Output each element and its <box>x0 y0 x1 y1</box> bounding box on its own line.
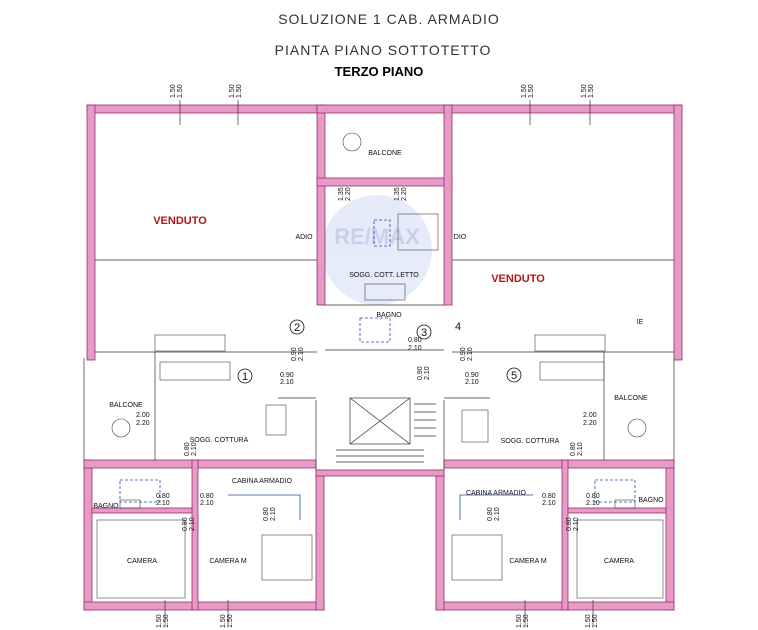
unit-number-2: 2 <box>294 322 300 334</box>
svg-text:2.10: 2.10 <box>494 507 501 521</box>
svg-text:1.50: 1.50 <box>163 614 170 628</box>
svg-text:2.10: 2.10 <box>270 507 277 521</box>
svg-text:1.50: 1.50 <box>516 614 523 628</box>
room-bagno-right: BAGNO <box>638 497 664 504</box>
svg-text:1.50: 1.50 <box>523 614 530 628</box>
svg-text:0.80: 0.80 <box>542 493 556 500</box>
svg-text:2.10: 2.10 <box>586 500 600 507</box>
room-balcone-left: BALCONE <box>109 402 143 409</box>
svg-text:1.50: 1.50 <box>156 614 163 628</box>
svg-text:1.50: 1.50 <box>177 84 184 98</box>
room-balcone-top: BALCONE <box>368 150 402 157</box>
svg-text:2.20: 2.20 <box>583 420 597 427</box>
svg-text:1.50: 1.50 <box>521 84 528 98</box>
room-sogg-cottura-left: SOGG. COTTURA <box>190 437 249 444</box>
room-ie-right: IE <box>637 319 644 326</box>
room-cabina-right: CABINA ARMADIO <box>466 490 526 497</box>
svg-text:0.80: 0.80 <box>200 493 214 500</box>
stairwell <box>336 397 436 463</box>
dimension-labels: 1.50 1.50 1.50 1.50 1.50 1.50 1.50 1.50 … <box>136 84 600 628</box>
svg-text:0.80: 0.80 <box>487 507 494 521</box>
svg-text:1.35: 1.35 <box>394 187 401 201</box>
room-bagno-center: BAGNO <box>376 312 402 319</box>
svg-text:0.80: 0.80 <box>586 493 600 500</box>
unit-number-3: 3 <box>421 327 427 339</box>
inner-walls <box>83 259 675 470</box>
unit-number-4: 4 <box>455 321 461 333</box>
svg-text:1.50: 1.50 <box>170 84 177 98</box>
svg-text:0.80: 0.80 <box>566 517 573 531</box>
room-sogg-cott-letto: SOGG. COTT. LETTO <box>349 272 419 279</box>
svg-text:2.10: 2.10 <box>156 500 170 507</box>
svg-text:0.80: 0.80 <box>156 493 170 500</box>
svg-text:2.00: 2.00 <box>583 412 597 419</box>
svg-text:2.10: 2.10 <box>298 347 305 361</box>
svg-text:2.10: 2.10 <box>573 517 580 531</box>
svg-text:1.35: 1.35 <box>338 187 345 201</box>
svg-text:2.10: 2.10 <box>200 500 214 507</box>
room-armadio-right: DIO <box>454 234 467 241</box>
svg-text:1.50: 1.50 <box>229 84 236 98</box>
svg-text:2.20: 2.20 <box>136 420 150 427</box>
room-bagno-left: BAGNO <box>93 503 119 510</box>
floor-label: TERZO PIANO <box>335 64 424 79</box>
svg-text:1.50: 1.50 <box>236 84 243 98</box>
svg-text:1.50: 1.50 <box>528 84 535 98</box>
svg-text:2.10: 2.10 <box>189 517 196 531</box>
svg-text:1.50: 1.50 <box>592 614 599 628</box>
room-balcone-right: BALCONE <box>614 395 648 402</box>
furniture <box>96 132 664 599</box>
svg-text:0.90: 0.90 <box>460 347 467 361</box>
svg-text:1.50: 1.50 <box>588 84 595 98</box>
svg-text:2.00: 2.00 <box>136 412 150 419</box>
svg-text:2.10: 2.10 <box>465 379 479 386</box>
plan-title: SOLUZIONE 1 CAB. ARMADIO <box>278 11 500 27</box>
svg-text:RE/MAX: RE/MAX <box>334 224 420 249</box>
svg-text:2.10: 2.10 <box>467 347 474 361</box>
svg-text:0.90: 0.90 <box>417 366 424 380</box>
unit-markers: 1 2 3 4 5 <box>237 319 522 384</box>
room-sogg-cottura-right: SOGG. COTTURA <box>501 438 560 445</box>
svg-text:0.90: 0.90 <box>465 372 479 379</box>
room-cabina-left: CABINA ARMADIO <box>232 478 292 485</box>
svg-text:2.10: 2.10 <box>191 442 198 456</box>
room-camera-m-right: CAMERA M <box>509 558 547 565</box>
sold-label-left: VENDUTO <box>153 215 207 227</box>
svg-text:0.90: 0.90 <box>291 347 298 361</box>
svg-text:1.50: 1.50 <box>581 84 588 98</box>
svg-text:2.10: 2.10 <box>577 442 584 456</box>
svg-text:2.20: 2.20 <box>401 187 408 201</box>
room-camera-left: CAMERA <box>127 558 157 565</box>
svg-text:2.10: 2.10 <box>280 379 294 386</box>
room-camera-right: CAMERA <box>604 558 634 565</box>
svg-text:2.20: 2.20 <box>345 187 352 201</box>
unit-number-1: 1 <box>242 371 248 383</box>
window-markers <box>164 100 594 625</box>
room-camera-m-left: CAMERA M <box>209 558 247 565</box>
remax-watermark: RE/MAX <box>322 195 432 305</box>
svg-text:0.80: 0.80 <box>263 507 270 521</box>
unit-number-5: 5 <box>511 370 517 382</box>
svg-text:2.10: 2.10 <box>408 345 422 352</box>
svg-text:1.50: 1.50 <box>220 614 227 628</box>
outer-walls <box>83 104 683 611</box>
plan-subtitle: PIANTA PIANO SOTTOTETTO <box>275 42 492 58</box>
svg-text:0.80: 0.80 <box>184 442 191 456</box>
svg-text:0.90: 0.90 <box>280 372 294 379</box>
svg-text:1.50: 1.50 <box>227 614 234 628</box>
svg-text:2.10: 2.10 <box>542 500 556 507</box>
svg-text:0.80: 0.80 <box>182 517 189 531</box>
svg-text:2.10: 2.10 <box>424 366 431 380</box>
svg-text:0.80: 0.80 <box>408 337 422 344</box>
svg-text:0.80: 0.80 <box>570 442 577 456</box>
sold-label-right: VENDUTO <box>491 273 545 285</box>
room-armadio-left: ADIO <box>295 234 313 241</box>
svg-text:1.50: 1.50 <box>585 614 592 628</box>
dashed-clearances <box>119 219 636 520</box>
